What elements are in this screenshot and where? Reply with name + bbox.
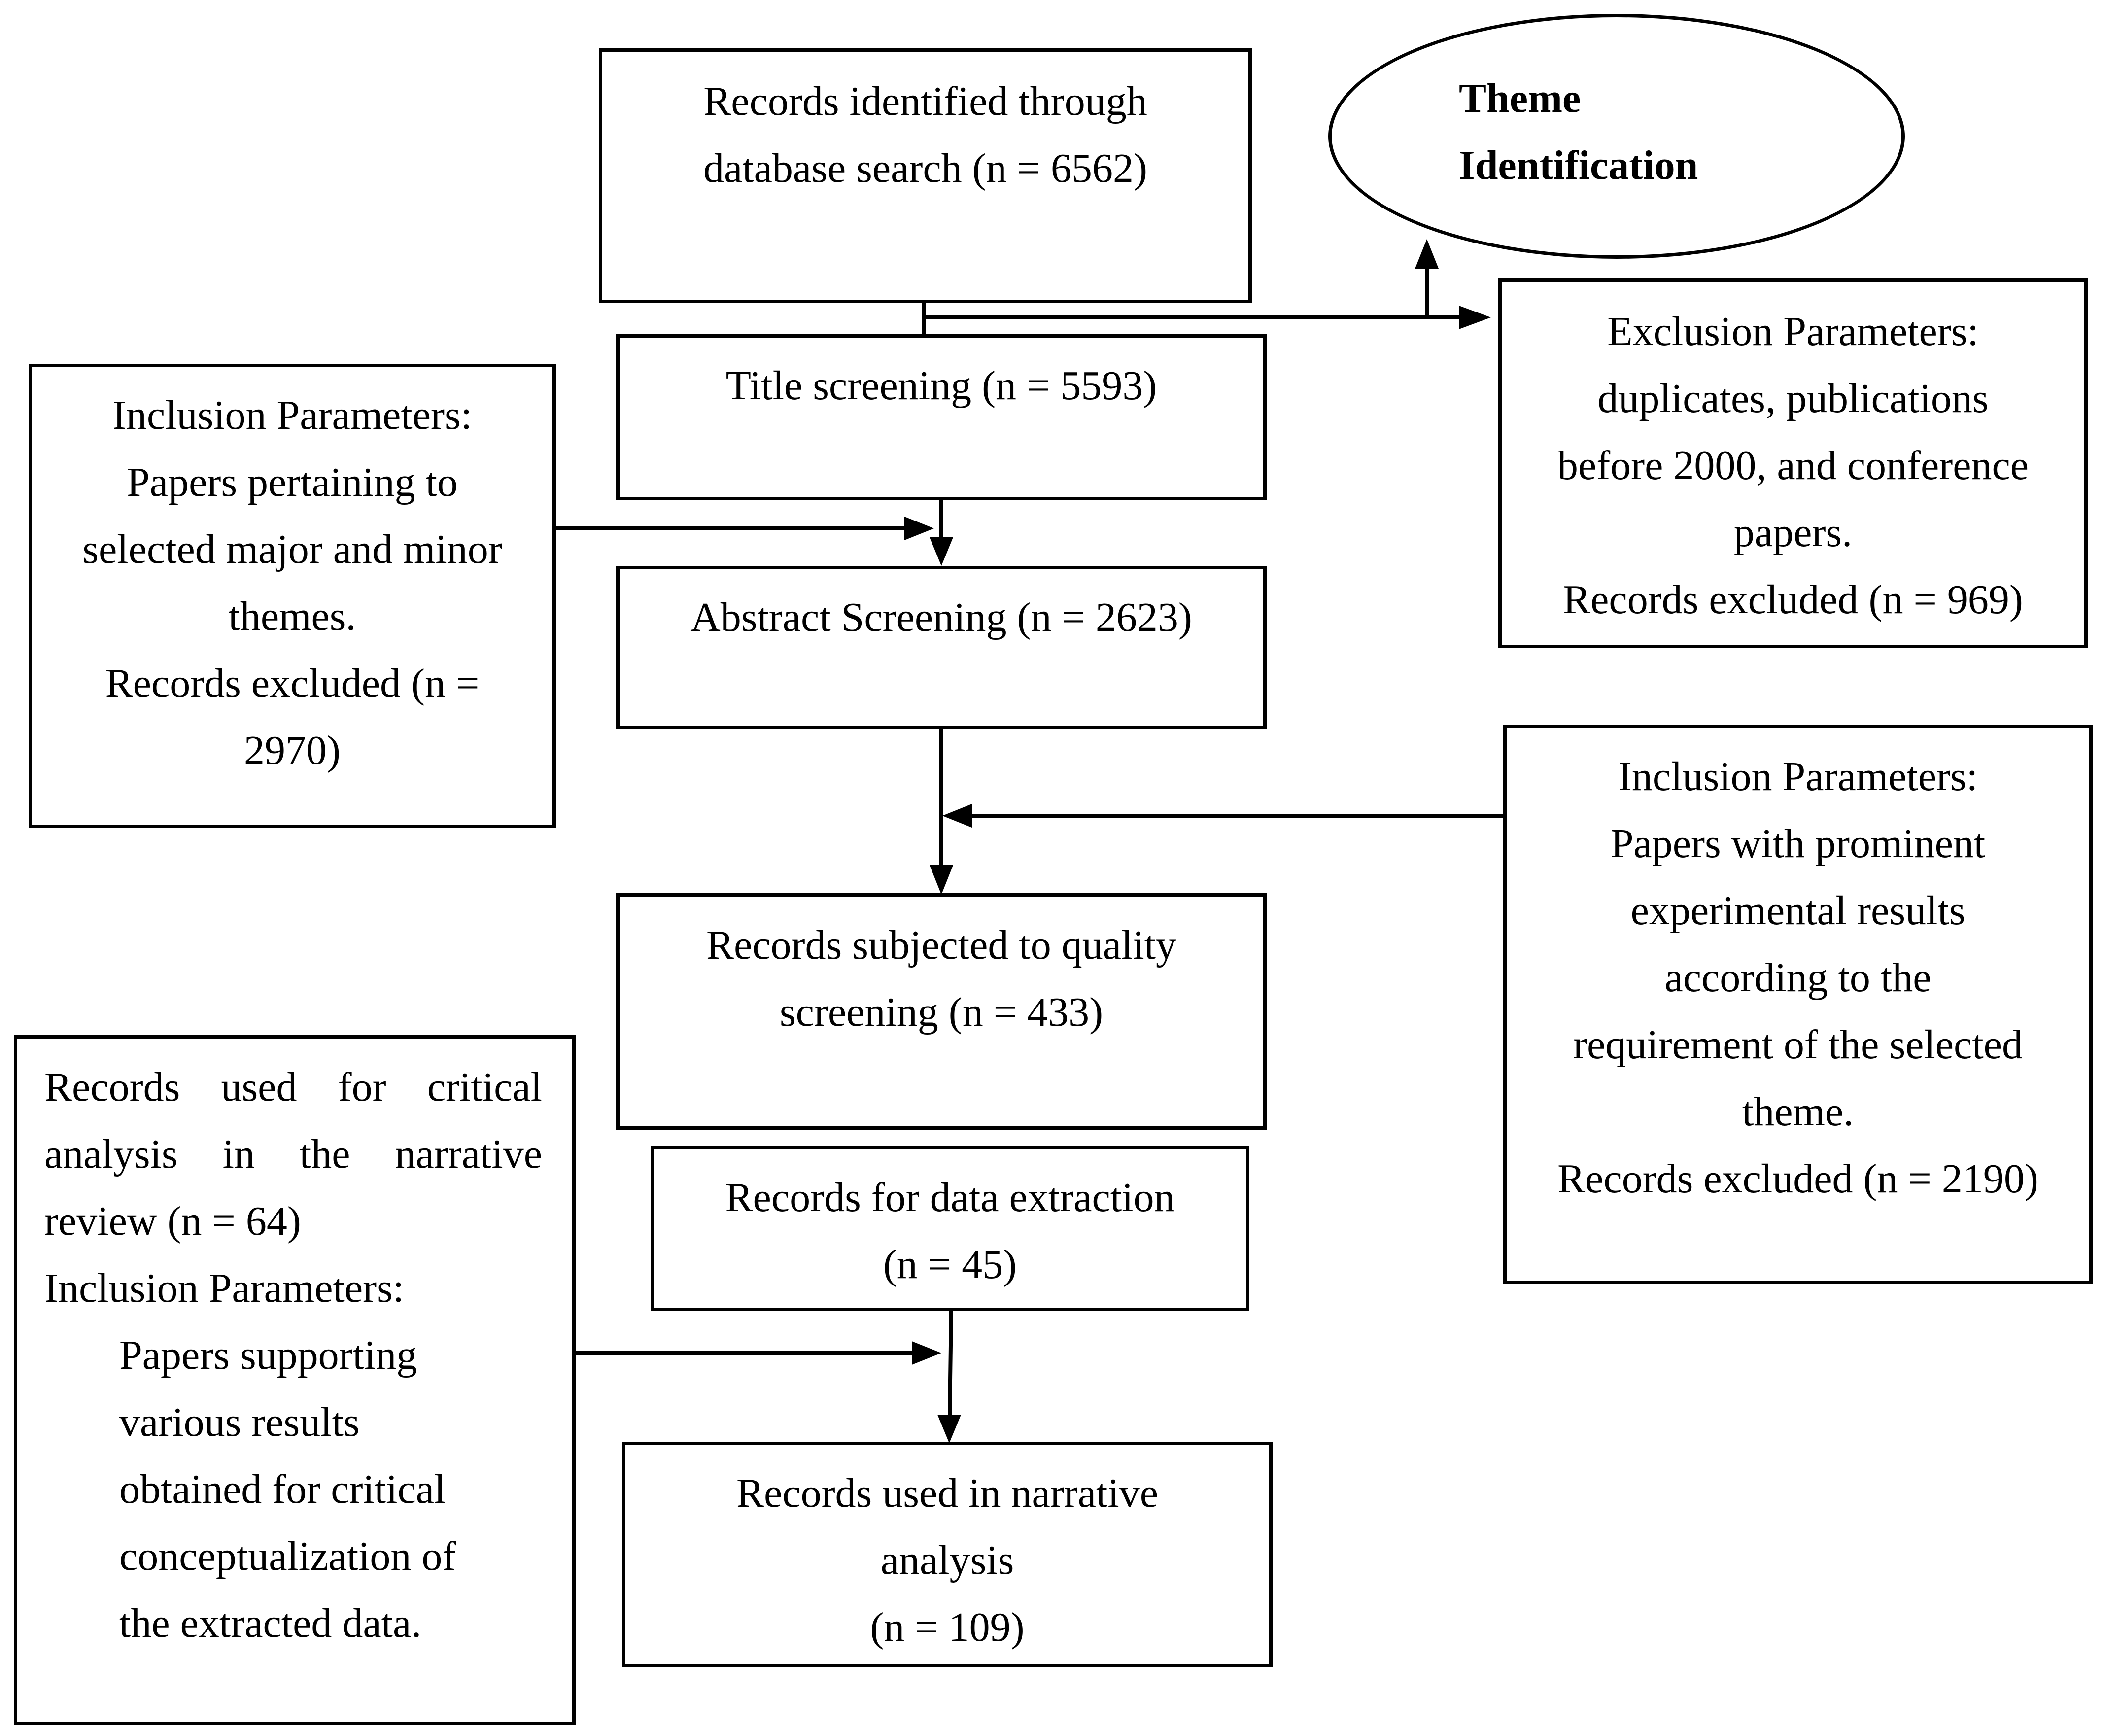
- node-abstract-screening-text: Abstract Screening (n = 2623): [616, 584, 1267, 651]
- node-records-identified-text: Records identified through database sear…: [599, 68, 1252, 202]
- arrow-to-theme: [1415, 239, 1439, 269]
- arrow-to-quality: [930, 865, 953, 895]
- label-line: Papers with prominent: [1610, 821, 1986, 867]
- label-line: Inclusion Parameters:: [44, 1265, 405, 1311]
- node-quality-screening-text: Records subjected to quality screening (…: [616, 912, 1267, 1046]
- node-critical-analysis-text: Records used for critical analysis in th…: [44, 1054, 542, 1657]
- node-quality-screening: [616, 893, 1267, 1130]
- label-line: before 2000, and conference: [1557, 443, 2029, 488]
- label-line: Theme: [1459, 75, 1581, 121]
- node-exclusion-parameters-text: Exclusion Parameters: duplicates, public…: [1498, 298, 2088, 633]
- label-line: screening (n = 433): [779, 989, 1104, 1035]
- label-line: 2970): [244, 728, 341, 773]
- label-line: database search (n = 6562): [703, 145, 1147, 191]
- node-narrative-analysis: [622, 1442, 1273, 1667]
- label-line: Records excluded (n = 2190): [1557, 1156, 2038, 1202]
- label-line: according to the: [1664, 955, 1932, 1001]
- label-line: (n = 45): [883, 1242, 1017, 1287]
- node-theme-identification: [1328, 14, 1905, 259]
- label-line: review (n = 64): [44, 1198, 301, 1244]
- arrow-to-narrative: [937, 1415, 961, 1443]
- label-line: requirement of the selected: [1573, 1022, 2023, 1068]
- label-line: themes.: [228, 593, 356, 639]
- node-narrative-analysis-text: Records used in narrative analysis (n = …: [622, 1460, 1273, 1661]
- label-line: papers.: [1733, 510, 1853, 556]
- label-line: obtained for critical: [119, 1466, 446, 1512]
- label-line: Records subjected to quality: [706, 922, 1177, 968]
- node-inclusion-parameters-2-text: Inclusion Parameters: Papers with promin…: [1503, 743, 2093, 1213]
- node-title-screening-text: Title screening (n = 5593): [616, 352, 1267, 419]
- label-line: Exclusion Parameters:: [1607, 309, 1979, 354]
- node-data-extraction-text: Records for data extraction (n = 45): [651, 1164, 1249, 1298]
- label-line: Records identified through: [703, 78, 1147, 124]
- node-inclusion-parameters-2: [1503, 725, 2093, 1284]
- label-line: Papers pertaining to: [127, 459, 458, 505]
- label-line: analysis in the narrative: [44, 1131, 542, 1177]
- node-title-screening: [616, 334, 1267, 500]
- node-records-identified: [599, 48, 1252, 303]
- label-line: duplicates, publications: [1597, 376, 1989, 421]
- label-line: Papers supporting: [119, 1332, 417, 1378]
- label-line: Identification: [1459, 142, 1698, 188]
- node-inclusion-parameters-1: [29, 364, 556, 828]
- label-line: conceptualization of: [119, 1533, 456, 1579]
- label-line: Inclusion Parameters:: [1618, 754, 1978, 799]
- label-line: analysis: [880, 1537, 1014, 1583]
- arrow-inclusion2: [942, 804, 972, 828]
- node-theme-identification-text: Theme Identification: [1459, 65, 1804, 199]
- connector-extraction-to-narrative: [948, 1311, 953, 1415]
- label-line: (n = 109): [870, 1604, 1025, 1650]
- arrow-to-abstract: [930, 537, 953, 566]
- label-line: Inclusion Parameters:: [112, 392, 473, 438]
- label-line: Records excluded (n = 969): [1563, 577, 2023, 623]
- label-line: Title screening (n = 5593): [725, 363, 1157, 409]
- label-line: the extracted data.: [119, 1600, 422, 1646]
- arrow-inclusion1: [904, 517, 934, 540]
- arrow-critical: [912, 1341, 941, 1365]
- label-line: Records used in narrative: [736, 1470, 1159, 1516]
- node-data-extraction: [651, 1146, 1249, 1311]
- label-line: Records used for critical: [44, 1064, 542, 1110]
- label-line: Abstract Screening (n = 2623): [690, 594, 1192, 640]
- label-line: theme.: [1742, 1089, 1854, 1135]
- node-abstract-screening: [616, 566, 1267, 729]
- label-line: Records excluded (n =: [105, 660, 480, 706]
- label-line: Records for data extraction: [725, 1175, 1175, 1220]
- label-line: selected major and minor: [82, 526, 502, 572]
- arrow-to-exclusion: [1459, 306, 1491, 329]
- node-exclusion-parameters: [1498, 278, 2088, 648]
- label-line: experimental results: [1630, 888, 1966, 934]
- label-line: various results: [119, 1399, 360, 1445]
- node-inclusion-parameters-1-text: Inclusion Parameters: Papers pertaining …: [29, 382, 556, 784]
- node-critical-analysis: [14, 1035, 576, 1725]
